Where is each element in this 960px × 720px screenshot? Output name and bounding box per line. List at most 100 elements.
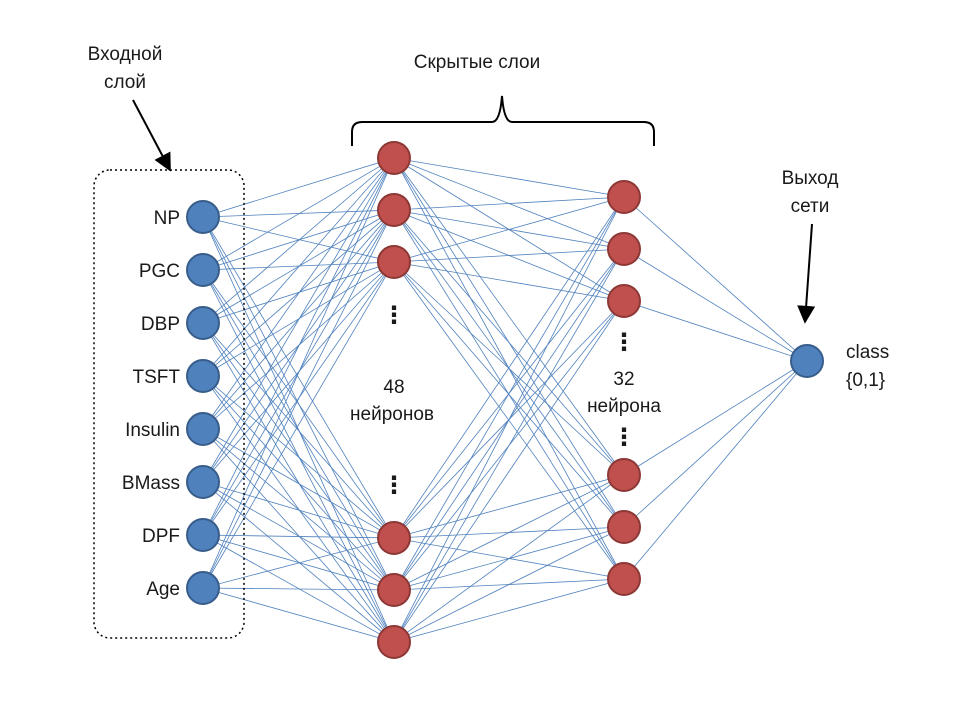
input-layer-frame bbox=[93, 169, 245, 639]
input-node-pgc bbox=[186, 253, 220, 287]
edge-input-hidden1 bbox=[202, 157, 395, 483]
input-label-insulin: Insulin bbox=[125, 420, 180, 441]
edge-hidden1-hidden2 bbox=[393, 526, 625, 643]
input-node-age bbox=[186, 571, 220, 605]
output-label-line-2: {0,1} bbox=[846, 370, 885, 391]
input-node-dbp bbox=[186, 306, 220, 340]
edge-input-hidden1 bbox=[202, 481, 395, 539]
layer1-ellipsis-top: ⋮ bbox=[382, 302, 406, 329]
edge-input-hidden1 bbox=[202, 261, 395, 271]
input-label-tsft: TSFT bbox=[133, 367, 181, 388]
edge-hidden2-output bbox=[623, 300, 808, 362]
input-layer-title-line-1: Входной bbox=[88, 44, 163, 65]
edge-hidden1-hidden2 bbox=[393, 248, 625, 263]
output-node bbox=[790, 344, 824, 378]
hidden2-node-5 bbox=[607, 510, 641, 544]
input-node-tsft bbox=[186, 359, 220, 393]
input-label-age: Age bbox=[146, 579, 180, 600]
edge-input-hidden1 bbox=[202, 481, 395, 643]
edge-hidden1-hidden2 bbox=[393, 261, 625, 476]
input-label-bmass: BMass bbox=[122, 473, 180, 494]
hidden2-node-3 bbox=[607, 284, 641, 318]
layer2-count-label: 32 bbox=[613, 369, 634, 390]
edge-hidden1-hidden2 bbox=[393, 157, 625, 476]
edge-input-hidden1 bbox=[202, 157, 395, 218]
edge-input-hidden1 bbox=[202, 157, 395, 377]
edge-input-hidden1 bbox=[202, 375, 395, 591]
connections bbox=[202, 157, 808, 643]
edge-input-hidden1 bbox=[202, 157, 395, 324]
edge-hidden2-output bbox=[623, 196, 808, 362]
edge-hidden1-hidden2 bbox=[393, 578, 625, 643]
hidden1-node-5 bbox=[377, 573, 411, 607]
output-arrow bbox=[797, 223, 816, 324]
edge-input-hidden1 bbox=[202, 209, 395, 218]
input-label-dpf: DPF bbox=[142, 526, 180, 547]
edge-hidden1-hidden2 bbox=[393, 196, 625, 211]
edge-hidden1-hidden2 bbox=[393, 261, 625, 302]
layer1-count-label: 48 bbox=[383, 377, 404, 398]
edge-input-hidden1 bbox=[202, 216, 395, 539]
edge-hidden2-output bbox=[623, 360, 808, 528]
output-title-line-1: Выход bbox=[782, 168, 839, 189]
hidden2-node-2 bbox=[607, 232, 641, 266]
edge-hidden2-output bbox=[623, 360, 808, 476]
edge-input-hidden1 bbox=[202, 157, 395, 271]
input-layer-arrow bbox=[132, 99, 171, 172]
edge-hidden2-output bbox=[623, 360, 808, 580]
hidden1-node-1 bbox=[377, 141, 411, 175]
edge-hidden1-hidden2 bbox=[393, 248, 625, 643]
layer1-unit-label: нейронов bbox=[350, 404, 434, 425]
edge-input-hidden1 bbox=[202, 428, 395, 591]
hidden2-node-1 bbox=[607, 180, 641, 214]
edge-hidden1-hidden2 bbox=[393, 261, 625, 580]
layer2-unit-label: нейрона bbox=[587, 396, 661, 417]
layer2-ellipsis-top: ⋮ bbox=[612, 329, 636, 356]
input-node-np bbox=[186, 200, 220, 234]
edge-input-hidden1 bbox=[202, 269, 395, 539]
edge-hidden2-output bbox=[623, 248, 808, 362]
edge-input-hidden1 bbox=[202, 587, 395, 591]
edge-hidden1-hidden2 bbox=[393, 196, 625, 643]
edge-input-hidden1 bbox=[202, 157, 395, 536]
layer1-ellipsis-bottom: ⋮ bbox=[382, 472, 406, 499]
edge-input-hidden1 bbox=[202, 534, 395, 643]
edge-hidden1-hidden2 bbox=[393, 196, 625, 263]
edge-hidden1-hidden2 bbox=[393, 261, 625, 528]
edge-input-hidden1 bbox=[202, 209, 395, 589]
edge-input-hidden1 bbox=[202, 587, 395, 643]
input-node-bmass bbox=[186, 465, 220, 499]
input-label-np: NP bbox=[154, 208, 180, 229]
edge-input-hidden1 bbox=[202, 534, 395, 591]
input-node-insulin bbox=[186, 412, 220, 446]
hidden-layers-brace bbox=[351, 95, 655, 146]
edge-hidden1-hidden2 bbox=[393, 209, 625, 476]
edge-input-hidden1 bbox=[202, 157, 395, 430]
edge-input-hidden1 bbox=[202, 375, 395, 539]
neurons bbox=[186, 141, 824, 659]
hidden1-node-6 bbox=[377, 625, 411, 659]
edge-input-hidden1 bbox=[202, 157, 395, 589]
edge-hidden1-hidden2 bbox=[393, 196, 625, 539]
hidden2-node-6 bbox=[607, 562, 641, 596]
edge-input-hidden1 bbox=[202, 481, 395, 591]
hidden2-node-4 bbox=[607, 458, 641, 492]
output-label-line-1: class bbox=[846, 342, 889, 363]
input-layer-title-line-2: слой bbox=[104, 72, 146, 93]
hidden-layers-title: Скрытые слои bbox=[414, 52, 540, 73]
hidden1-node-4 bbox=[377, 521, 411, 555]
edge-input-hidden1 bbox=[202, 322, 395, 539]
hidden1-node-2 bbox=[377, 193, 411, 227]
edge-hidden1-hidden2 bbox=[393, 474, 625, 643]
edge-input-hidden1 bbox=[202, 537, 395, 589]
edge-hidden1-hidden2 bbox=[393, 474, 625, 591]
edge-hidden1-hidden2 bbox=[393, 300, 625, 643]
input-label-pgc: PGC bbox=[139, 261, 180, 282]
edge-input-hidden1 bbox=[202, 534, 395, 539]
edge-input-hidden1 bbox=[202, 428, 395, 643]
input-node-dpf bbox=[186, 518, 220, 552]
edge-input-hidden1 bbox=[202, 261, 395, 589]
edge-hidden1-hidden2 bbox=[393, 196, 625, 591]
